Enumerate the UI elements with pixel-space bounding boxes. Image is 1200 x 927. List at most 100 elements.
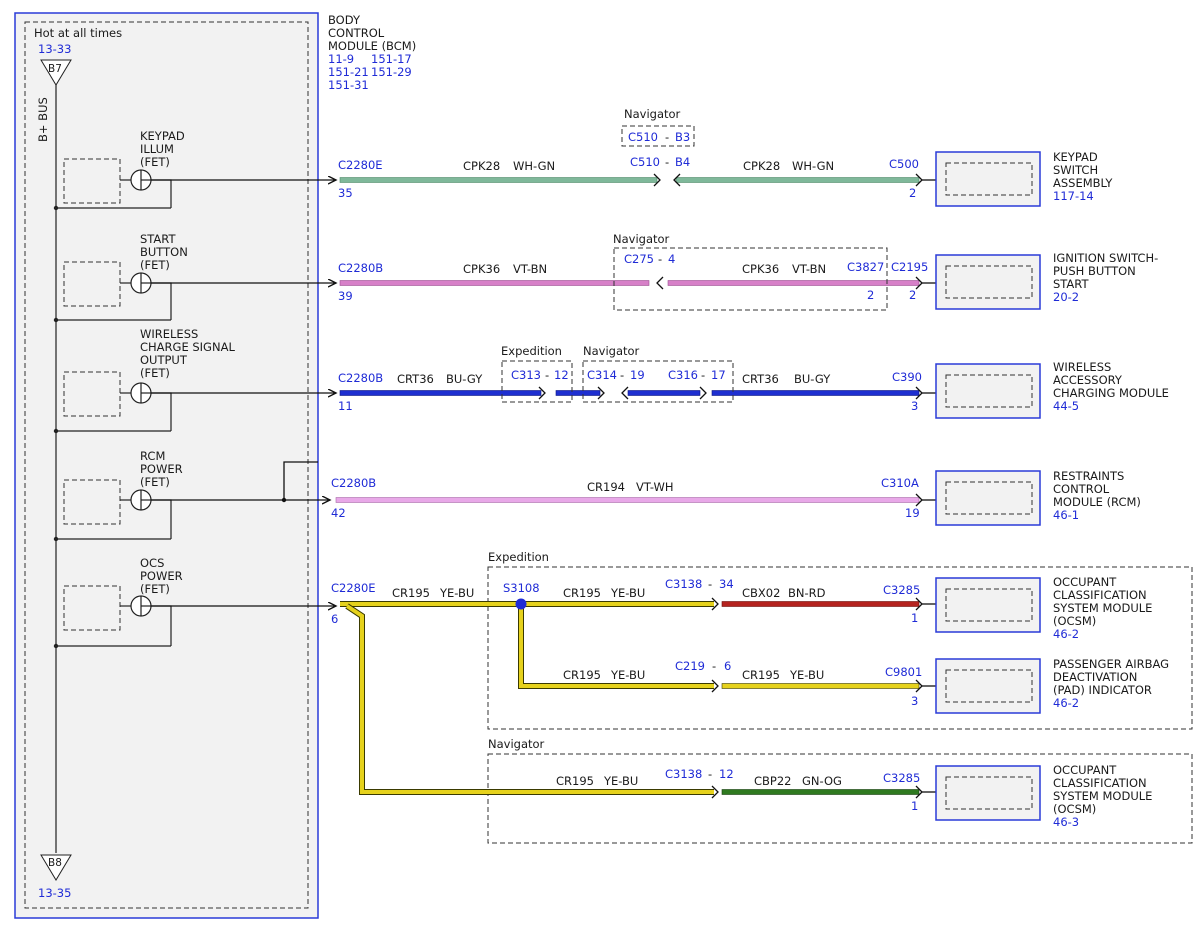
fet-label: KEYPAD — [140, 129, 185, 143]
hot-at-all-times-label: Hot at all times — [34, 26, 122, 40]
component-box[interactable] — [935, 363, 1041, 419]
hot-ref-link[interactable]: 13-33 — [38, 42, 71, 56]
bcm-ref-4[interactable]: 151-29 — [371, 65, 412, 79]
component-inner-outline — [945, 776, 1033, 810]
fet-label: CHARGE SIGNAL — [140, 340, 235, 354]
wire-circuit-label: CRT36 — [397, 372, 434, 386]
connector-label[interactable]: C2280E — [338, 158, 383, 172]
end-connector[interactable]: C390 — [892, 370, 922, 384]
mid-pin: 2 — [867, 288, 874, 302]
end-pin: 3 — [911, 399, 918, 413]
end-connector[interactable]: C3285 — [883, 771, 920, 785]
dash: - — [712, 659, 716, 673]
component-box[interactable] — [935, 470, 1041, 526]
fet-label: START — [140, 232, 176, 246]
inline-pin: 17 — [711, 368, 726, 382]
end-connector[interactable]: C500 — [889, 157, 919, 171]
bcm-ref-2[interactable]: 151-17 — [371, 52, 412, 66]
component-inner-outline — [945, 162, 1033, 196]
connector-label[interactable]: C2280E — [331, 581, 376, 595]
component-ref-link[interactable]: 46-2 — [1053, 696, 1079, 710]
inline-connector[interactable]: C313 — [511, 368, 541, 382]
end-connector[interactable]: C2195 — [891, 260, 928, 274]
bcm-outer-border — [14, 12, 319, 919]
wire-color-label: WH-GN — [513, 159, 555, 173]
bottom-ref-link[interactable]: 13-35 — [38, 886, 71, 900]
b8-connector-triangle — [40, 854, 72, 881]
bcm-ref-1[interactable]: 11-9 — [328, 52, 354, 66]
component-ref-link[interactable]: 20-2 — [1053, 290, 1079, 304]
component-label: ASSEMBLY — [1053, 176, 1113, 190]
component-ref-link[interactable]: 117-14 — [1053, 189, 1094, 203]
fet-start-button: START BUTTON (FET) — [63, 232, 188, 320]
component-ref-link[interactable]: 46-1 — [1053, 508, 1079, 522]
component-label: WIRELESS — [1053, 360, 1111, 374]
rcm-branch-dot — [281, 497, 287, 503]
inline-connector[interactable]: C3138 — [665, 577, 702, 591]
component-label: PUSH BUTTON — [1053, 264, 1136, 278]
variant-outline — [501, 360, 573, 403]
component-label: CONTROL — [1053, 482, 1110, 496]
component-box[interactable] — [935, 254, 1041, 310]
bcm-ref-5[interactable]: 151-31 — [328, 78, 369, 92]
inline-connector[interactable]: C314 — [587, 368, 617, 382]
fet-label: OCS — [140, 556, 164, 570]
wire-bu-gy — [555, 390, 601, 396]
inline-connector[interactable]: C510 — [630, 155, 660, 169]
connector-label[interactable]: C2280B — [338, 261, 383, 275]
inline-connector[interactable]: C219 — [675, 659, 705, 673]
end-pin: 3 — [911, 694, 918, 708]
fet-label: (FET) — [140, 475, 170, 489]
wire-circuit-label: CPK36 — [463, 262, 500, 276]
splice-label[interactable]: S3108 — [503, 581, 540, 595]
end-connector[interactable]: C310A — [881, 476, 919, 490]
variant-outline — [487, 753, 1193, 844]
fet-output-leads — [151, 180, 336, 606]
inline-connector[interactable]: C3138 — [665, 767, 702, 781]
component-ref-link[interactable]: 46-3 — [1053, 815, 1079, 829]
wire-wh-gn — [339, 177, 658, 183]
fet-label: (FET) — [140, 582, 170, 596]
inline-connector[interactable]: C316 — [668, 368, 698, 382]
variant-outline — [487, 566, 1193, 730]
arrows — [711, 597, 936, 799]
connector-label[interactable]: C2280B — [338, 371, 383, 385]
fet-label: RCM — [140, 449, 165, 463]
bcm-ref-3[interactable]: 151-21 — [328, 65, 369, 79]
component-ref-link[interactable]: 46-2 — [1053, 627, 1079, 641]
component-ref-link[interactable]: 44-5 — [1053, 399, 1079, 413]
wire-ye-bu — [721, 683, 920, 689]
component-label: CLASSIFICATION — [1053, 588, 1147, 602]
wire-bu-gy — [711, 390, 920, 396]
component-box[interactable] — [935, 577, 1041, 633]
wire-color-label: YE-BU — [789, 668, 824, 682]
end-connector[interactable]: C9801 — [885, 665, 922, 679]
component-inner-outline — [945, 588, 1033, 622]
component-box[interactable] — [935, 151, 1041, 207]
wire-circuit-label: CPK28 — [463, 159, 500, 173]
fet-label: OUTPUT — [140, 353, 188, 367]
connector-label[interactable]: C2280B — [331, 476, 376, 490]
inline-connector-top[interactable]: C510 — [628, 130, 658, 144]
end-pin: 2 — [909, 288, 916, 302]
inline-connector[interactable]: C275 — [624, 252, 654, 266]
wire-bn-rd — [721, 601, 920, 607]
component-label: PASSENGER AIRBAG — [1053, 657, 1169, 671]
component-inner-outline — [945, 669, 1033, 703]
component-box[interactable] — [935, 765, 1041, 821]
wire-color-label: WH-GN — [792, 159, 834, 173]
pin-number: 35 — [338, 186, 353, 200]
fet-driver-box — [63, 371, 121, 417]
inline-pin: 34 — [719, 577, 734, 591]
mid-connector[interactable]: C3827 — [847, 260, 884, 274]
end-connector[interactable]: C3285 — [883, 583, 920, 597]
component-label: SWITCH — [1053, 163, 1098, 177]
bcm-title-line-2: CONTROL — [328, 26, 385, 40]
component-inner-outline — [945, 481, 1033, 515]
component-box[interactable] — [935, 658, 1041, 714]
end-pin: 19 — [905, 506, 920, 520]
pin-number: 11 — [338, 399, 353, 413]
component-label: SYSTEM MODULE — [1053, 601, 1152, 615]
end-pin: 1 — [911, 799, 918, 813]
